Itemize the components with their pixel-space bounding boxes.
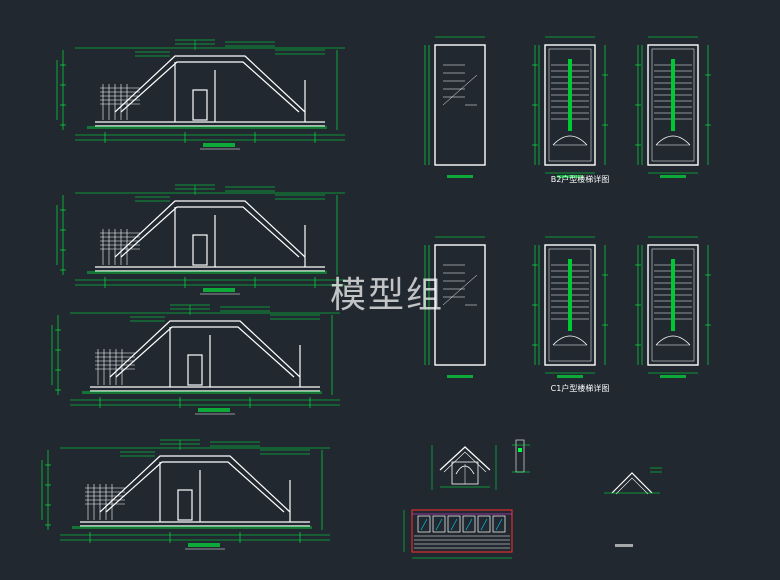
section-drawing-2: [56, 184, 346, 295]
section-drawing-4: [41, 439, 331, 550]
section-drawing-1: [56, 39, 346, 150]
dormer-elevation: [431, 445, 497, 490]
window-elevation: [403, 509, 513, 559]
small-detail: [512, 439, 530, 473]
eave-detail: [604, 467, 662, 547]
stair-plan-set-c: C1户型楼梯详图: [424, 235, 713, 393]
section-drawing-3: [51, 304, 341, 415]
caption-stair-set-c: C1户型楼梯详图: [551, 383, 610, 393]
stair-plan-set-b: B2户型楼梯详图: [424, 35, 713, 184]
caption-stair-set-b: B2户型楼梯详图: [551, 174, 610, 184]
